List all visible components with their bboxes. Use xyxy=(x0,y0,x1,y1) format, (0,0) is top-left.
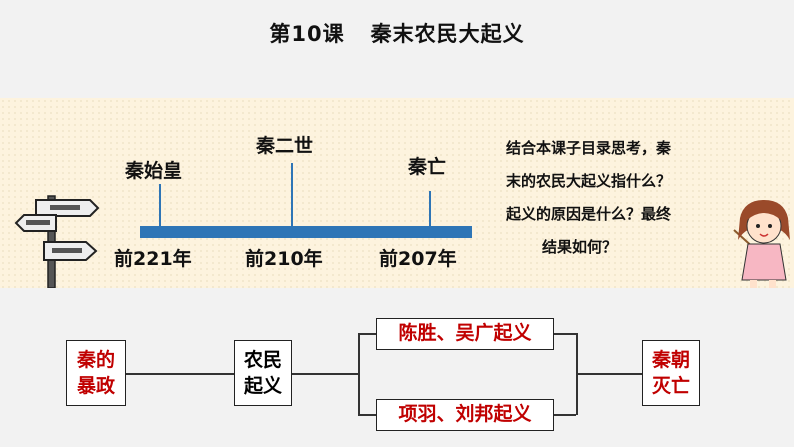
uprising-line: 农民 xyxy=(243,349,282,371)
question-line: 末的农民大起义指什么？ xyxy=(506,172,672,190)
cause-line: 秦的 xyxy=(76,349,115,371)
timeline-band xyxy=(0,98,794,288)
uprising-line: 起义 xyxy=(243,375,282,397)
timeline-tick-1 xyxy=(159,184,161,228)
connector-join-result xyxy=(576,373,642,375)
chen-wu-uprising-label: 陈胜、吴广起义 xyxy=(398,322,532,344)
result-line: 灭亡 xyxy=(651,375,690,397)
timeline-tick-3 xyxy=(429,191,431,228)
event-qin-fall: 秦亡 xyxy=(408,156,447,178)
xiang-liu-uprising-label: 项羽、刘邦起义 xyxy=(398,403,532,425)
connector-cause-middle xyxy=(126,373,234,375)
lesson-topic: 秦末农民大起义 xyxy=(370,22,525,46)
timeline-tick-2 xyxy=(291,163,293,228)
question-line: 结果如何？ xyxy=(542,238,618,256)
connector-middle-split xyxy=(292,373,358,375)
year-221bc: 前221年 xyxy=(114,248,192,270)
year-207bc: 前207年 xyxy=(379,248,457,270)
peasant-uprising-box: 农民 起义 xyxy=(234,340,292,406)
page-title: 第10课 秦末农民大起义 xyxy=(0,18,794,48)
cause-line: 暴政 xyxy=(76,375,115,397)
question-line: 起义的原因是什么？最终 xyxy=(506,205,672,223)
connector-split-top xyxy=(358,333,376,335)
teacher-girl-icon xyxy=(733,200,790,288)
timeline-bar xyxy=(140,226,472,238)
connector-split-vertical xyxy=(358,333,360,415)
chen-wu-uprising-box: 陈胜、吴广起义 xyxy=(376,318,554,350)
result-line: 秦朝 xyxy=(651,349,690,371)
year-210bc: 前210年 xyxy=(245,248,323,270)
connector-split-bottom xyxy=(358,414,376,416)
lesson-number: 第10课 xyxy=(269,22,345,46)
event-qin-shi-huang: 秦始皇 xyxy=(125,160,183,182)
question-line: 结合本课子目录思考，秦 xyxy=(506,139,672,157)
event-qin-er-shi: 秦二世 xyxy=(256,135,314,157)
signpost-icon xyxy=(14,195,100,288)
connector-join-bottom xyxy=(554,414,576,416)
discussion-question: 结合本课子目录思考，秦 末的农民大起义指什么？ 起义的原因是什么？最终 结果如何… xyxy=(506,132,746,264)
cause-box: 秦的 暴政 xyxy=(66,340,126,406)
xiang-liu-uprising-box: 项羽、刘邦起义 xyxy=(376,399,554,431)
result-box: 秦朝 灭亡 xyxy=(642,340,700,406)
connector-join-top xyxy=(554,333,576,335)
